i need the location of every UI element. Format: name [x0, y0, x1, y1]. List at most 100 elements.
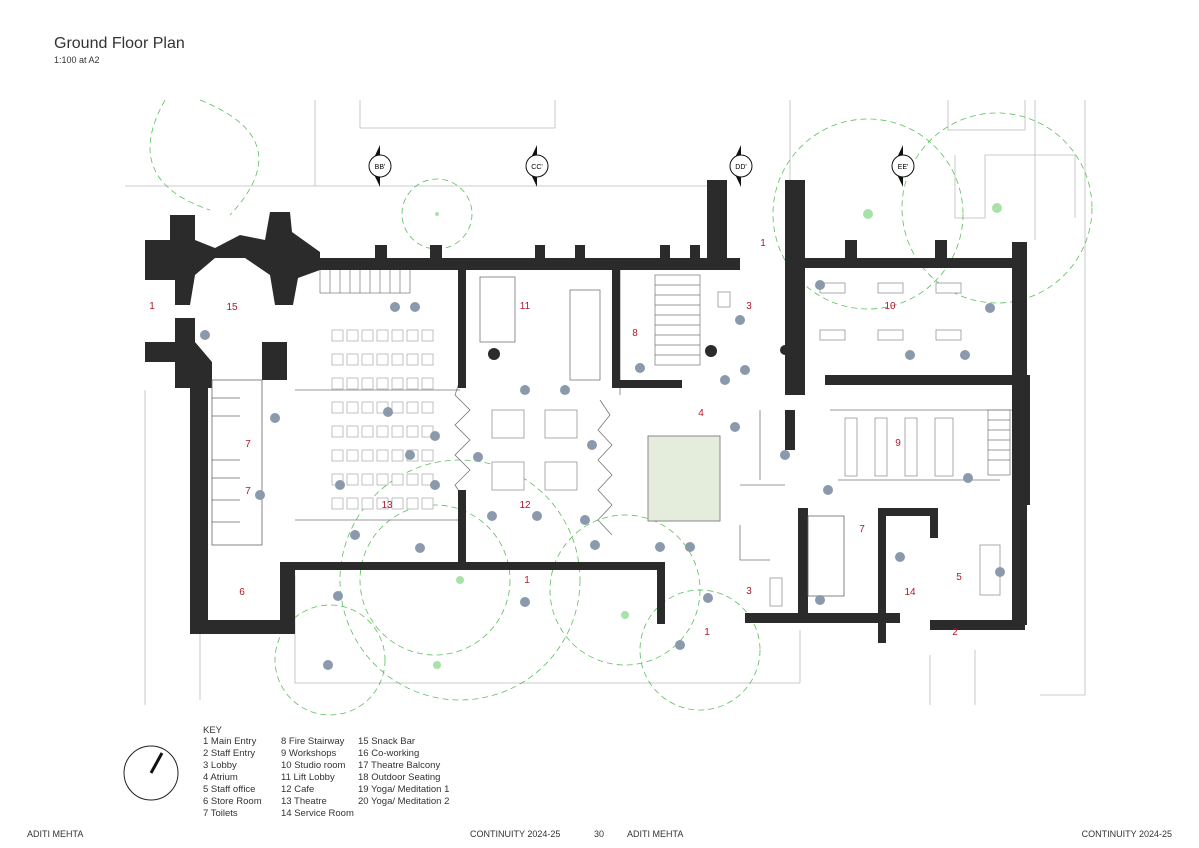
theatre-seat	[391, 497, 404, 510]
room-label: 7	[859, 524, 865, 535]
theatre-seat	[406, 353, 419, 366]
theatre-seat	[331, 449, 344, 462]
site-lines	[125, 100, 1086, 705]
theatre-seat	[376, 497, 389, 510]
key-column-3: 15 Snack Bar 16 Co-working 17 Theatre Ba…	[358, 736, 449, 808]
theatre-seat	[361, 473, 374, 486]
key-item: 17 Theatre Balcony	[358, 760, 441, 771]
footer-author-center: ADITI MEHTA	[627, 829, 684, 839]
room-label: 1	[760, 238, 766, 249]
theatre-seat	[346, 401, 359, 414]
section-label-ee: EE'	[898, 164, 909, 171]
room-label: 1	[524, 575, 530, 586]
theatre-seat	[331, 353, 344, 366]
theatre-seat	[376, 449, 389, 462]
key-item: 20 Yoga/ Meditation 2	[358, 796, 450, 807]
theatre-seat	[331, 425, 344, 438]
theatre-seat	[376, 425, 389, 438]
room-label: 14	[904, 587, 916, 598]
key-item: 16 Co-working	[358, 748, 420, 759]
room-label: 1	[704, 627, 710, 638]
theatre-seat	[346, 449, 359, 462]
theatre-seat	[376, 329, 389, 342]
key-item: 12 Cafe	[281, 784, 315, 795]
theatre-seat	[361, 425, 374, 438]
theatre-seat	[376, 473, 389, 486]
theatre-seat	[361, 497, 374, 510]
section-marker-bb: BB'	[368, 145, 392, 187]
theatre-seat	[391, 353, 404, 366]
tree-trunks	[433, 203, 1002, 669]
key-item: 11 Lift Lobby	[281, 772, 335, 783]
footer-project-right: CONTINUITY 2024-25	[1081, 829, 1172, 839]
key-item: 3 Lobby	[203, 760, 237, 771]
room-label: 1	[149, 301, 155, 312]
section-label-cc: CC'	[531, 164, 542, 171]
room-label: 2	[952, 627, 958, 638]
scale-note: 1:100 at A2	[54, 55, 100, 65]
theatre-seat	[361, 329, 374, 342]
key-item: 6 Store Room	[203, 796, 262, 807]
stairs	[319, 267, 1011, 476]
section-label-bb: BB'	[375, 164, 386, 171]
theatre-seat	[376, 353, 389, 366]
room-label: 13	[381, 500, 393, 511]
theatre-seat	[421, 497, 434, 510]
room-label: 8	[632, 328, 638, 339]
theatre-seat	[421, 353, 434, 366]
room-label: 3	[746, 586, 752, 597]
theatre-seat	[406, 473, 419, 486]
section-marker-cc: CC'	[525, 145, 549, 187]
section-markers: BB' CC' DD' EE'	[368, 145, 915, 187]
key-column-2: 8 Fire Stairway 9 Workshops 10 Studio ro…	[281, 736, 354, 820]
theatre-seat	[346, 497, 359, 510]
room-label: 6	[239, 587, 245, 598]
theatre-seat	[361, 401, 374, 414]
tables	[491, 282, 1001, 607]
theatre-seat	[361, 377, 374, 390]
key-column-1: 1 Main Entry 2 Staff Entry 3 Lobby 4 Atr…	[203, 736, 262, 820]
key-item: 9 Workshops	[281, 748, 337, 759]
people	[200, 280, 1005, 670]
theatre-seat	[391, 473, 404, 486]
key-heading: KEY	[203, 725, 223, 736]
room-label: 4	[698, 408, 704, 419]
room-label: 12	[519, 500, 531, 511]
theatre-seat	[331, 497, 344, 510]
key-item: 8 Fire Stairway	[281, 736, 345, 747]
page-title: Ground Floor Plan	[54, 35, 185, 52]
theatre-seat	[391, 377, 404, 390]
room-labels: 1 15 11 8 3 10 1 4 9 7 7 13 12 6 1 3 1 7…	[149, 238, 962, 638]
section-marker-dd: DD'	[729, 145, 753, 187]
key-item: 1 Main Entry	[203, 736, 257, 747]
toilet-cubicles	[211, 379, 845, 597]
room-label: 9	[895, 438, 901, 449]
theatre-seat	[421, 329, 434, 342]
theatre-seat	[331, 401, 344, 414]
room-label: 7	[245, 486, 251, 497]
theatre-seat	[331, 329, 344, 342]
theatre-seat	[406, 497, 419, 510]
section-marker-ee: EE'	[891, 145, 915, 187]
theatre-seat	[421, 449, 434, 462]
theatre-seat	[346, 473, 359, 486]
theatre-seat	[391, 425, 404, 438]
key-item: 2 Staff Entry	[203, 748, 256, 759]
footer-author-left: ADITI MEHTA	[27, 829, 84, 839]
room-label: 11	[520, 301, 531, 312]
theatre-seat	[406, 329, 419, 342]
theatre-seat	[421, 401, 434, 414]
room-label: 5	[956, 572, 962, 583]
theatre-seat	[346, 353, 359, 366]
theatre-seat	[346, 377, 359, 390]
room-label: 15	[226, 302, 238, 313]
theatre-seat	[406, 425, 419, 438]
theatre-seat	[361, 449, 374, 462]
theatre-seat	[421, 377, 434, 390]
key-item: 14 Service Room	[281, 808, 354, 819]
theatre-seat	[361, 353, 374, 366]
theatre-seat	[391, 449, 404, 462]
theatre-seat	[406, 377, 419, 390]
theatre-seat	[346, 425, 359, 438]
